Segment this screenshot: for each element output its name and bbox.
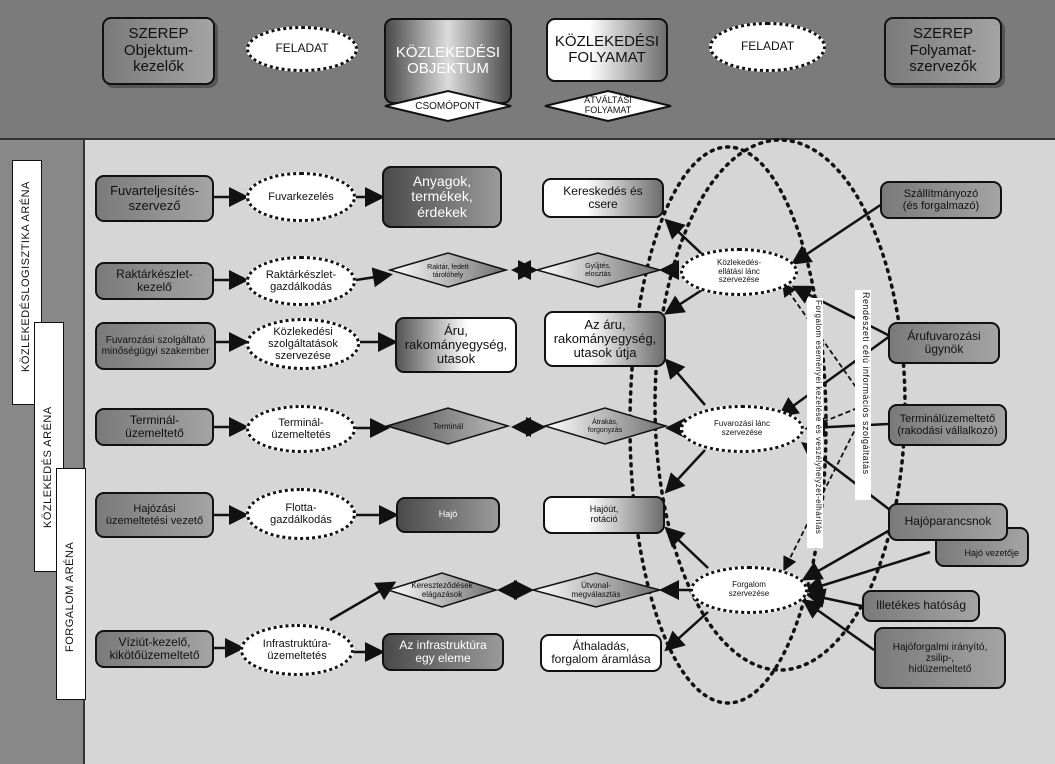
legend-node-label: CSOMÓPONT <box>415 100 481 112</box>
legend-node-diamond <box>384 89 512 123</box>
legend-transport-process: KÖZLEKEDÉSI FOLYAMAT <box>546 18 668 82</box>
incident-management-text: Forgalom eseményei kezelése és veszélyhe… <box>814 300 823 535</box>
legend-role-object-managers: SZEREP Objektum- kezelők <box>102 17 215 85</box>
task-transport-services-organizing: Közlekedési szolgáltatások szervezése <box>246 318 360 370</box>
task-supply-chain-organizing: Közlekedés- ellátási lánc szervezése <box>680 248 798 296</box>
diamond-terminal <box>384 407 511 445</box>
process-trade-exchange: Kereskedés és csere <box>542 178 664 218</box>
process-route-selection-label: Útvonal- megválasztás <box>571 581 621 599</box>
object-ship: Hajó <box>396 497 500 533</box>
object-junctions-label: Kereszteződések elágazások <box>411 581 473 599</box>
law-enforcement-info-strip <box>855 290 871 500</box>
role-waterway-port-operator: Víziút-kezelő, kikötőüzemeltető <box>95 630 214 668</box>
legend-task-right: FELADAT <box>709 22 826 72</box>
legend-transfer-diamond <box>544 89 672 123</box>
legend-task-left: FELADAT <box>246 26 358 72</box>
role-competent-authority: Illetékes hatóság <box>862 590 980 622</box>
process-collection-distribution-label: Gyűjtés, elosztás <box>585 263 611 278</box>
object-terminal-label: Terminál <box>432 421 464 431</box>
object-cargo-units-passengers: Áru, rakományegység, utasok <box>395 317 517 373</box>
role-freight-agent: Árufuvarozási ügynök <box>888 322 1000 364</box>
process-transshipment-label: Átrakás, forgonyzás <box>587 419 623 434</box>
task-fleet-management: Flotta- gazdálkodás <box>246 488 356 540</box>
law-enforcement-info-text: Rendészeti célú információs szolgáltatás <box>861 292 871 475</box>
legend-transport-object: KÖZLEKEDÉSI OBJEKTUM <box>384 18 512 104</box>
diamond-junctions <box>385 572 499 608</box>
role-forwarder: Szállítmányozó (és forgalmazó) <box>880 181 1002 219</box>
legend-transfer-label: ÁTVÁLTÁSI FOLYAMAT <box>584 95 632 115</box>
task-infrastructure-operation: Infrastruktúra- üzemeltetés <box>240 624 354 676</box>
object-warehouse-label: Raktár, fedett tárolóhely <box>427 264 469 279</box>
role-traffic-controller-lock-bridge: Hajóforgalmi irányító, zsilip-, hídüzeme… <box>874 627 1006 689</box>
role-terminal-operator-right: Terminálüzemeltető (rakodási vállalkozó) <box>888 404 1007 446</box>
task-transport-chain-organizing: Fuvarozási lánc szervezése <box>680 405 804 453</box>
task-terminal-operation: Terminál- üzemeltetés <box>246 405 356 453</box>
task-traffic-organizing: Forgalom szervezése <box>690 566 808 614</box>
role-terminal-operator-left: Terminál- üzemeltető <box>95 408 214 446</box>
role-shipping-operations-manager: Hajózási üzemeltetési vezető <box>95 492 214 538</box>
task-freight-handling: Fuvarkezelés <box>246 172 356 222</box>
role-freight-execution-organizer: Fuvarteljesítés- szervező <box>95 175 214 222</box>
role-boatmaster: Hajóparancsnok <box>888 503 1008 541</box>
process-route-of-goods: Az áru, rakományegység, utasok útja <box>544 311 666 367</box>
legend-role-process-organizers: SZEREP Folyamat- szervezők <box>884 17 1002 85</box>
task-stock-management: Raktárkészlet- gazdálkodás <box>246 256 356 306</box>
arena-band-traffic <box>56 468 86 700</box>
role-warehouse-stock-manager: Raktárkészlet- kezelő <box>95 262 214 300</box>
object-infrastructure-element: Az infrastruktúra egy eleme <box>382 633 504 671</box>
process-voyage-rotation: Hajóút, rotáció <box>543 496 665 534</box>
role-carrier-quality-specialist: Fuvarozási szolgáltató minőségügyi szake… <box>95 322 216 370</box>
diamond-warehouse <box>387 252 509 288</box>
process-traffic-flow: Áthaladás, forgalom áramlása <box>540 634 662 672</box>
object-goods-products-interests: Anyagok, termékek, érdekek <box>382 166 502 228</box>
incident-management-strip <box>807 298 823 548</box>
